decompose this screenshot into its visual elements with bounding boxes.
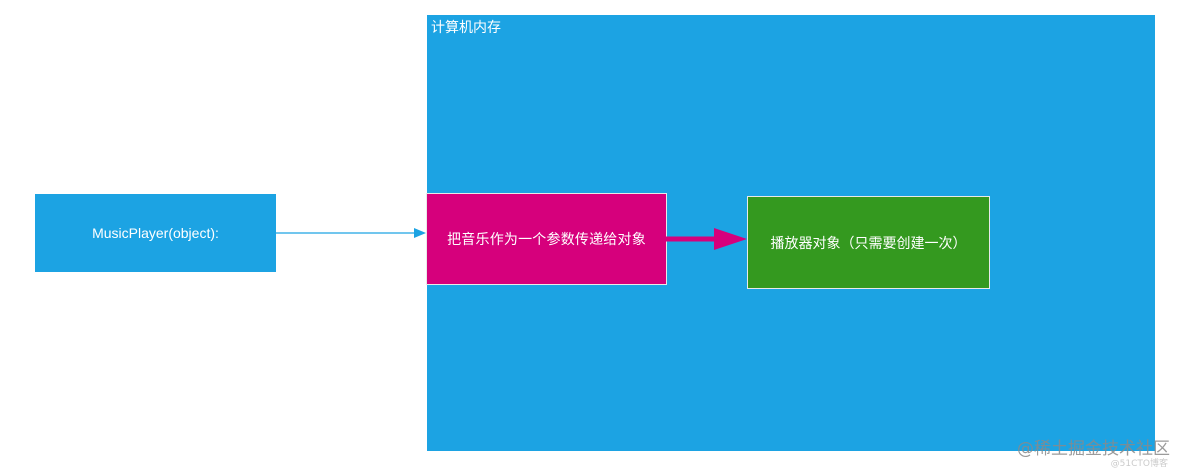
music-player-class-label: MusicPlayer(object):	[92, 225, 219, 241]
pass-music-parameter-label: 把音乐作为一个参数传递给对象	[447, 232, 646, 248]
player-object-label: 播放器对象（只需要创建一次）	[770, 235, 967, 252]
cto-watermark: @51CTO博客	[1110, 459, 1168, 469]
arrow-class-to-parameter	[276, 228, 426, 238]
computer-memory-label: 计算机内存	[431, 20, 501, 36]
music-player-class-box: MusicPlayer(object):	[35, 194, 276, 272]
pass-music-parameter-box: 把音乐作为一个参数传递给对象	[426, 193, 667, 285]
juejin-watermark: @稀土掘金技术社区	[1017, 439, 1170, 459]
player-object-box: 播放器对象（只需要创建一次）	[747, 196, 990, 289]
